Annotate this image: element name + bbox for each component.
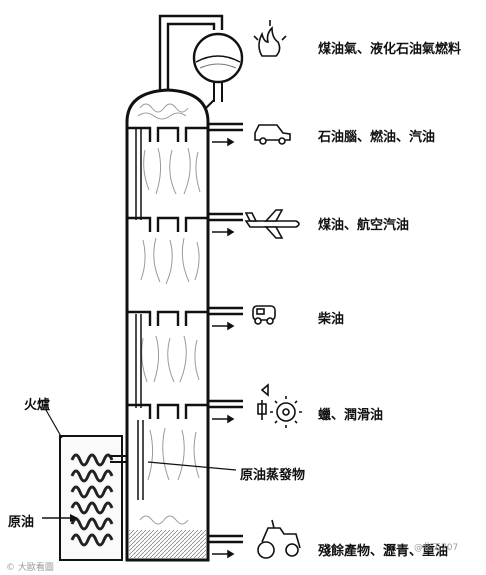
- condenser-drum: [192, 32, 244, 109]
- furnace-coils: [70, 453, 114, 547]
- tray-4: [127, 403, 208, 419]
- downcomers: [135, 128, 144, 500]
- product-label-lube: 蠟、潤滑油: [318, 408, 384, 423]
- product-label-naphtha: 石油腦、燃油、汽油: [318, 130, 436, 145]
- furnace: [42, 409, 237, 561]
- side-draw-pipes: [208, 122, 243, 544]
- overhead-pipe: [158, 14, 224, 95]
- truck-icon: [252, 305, 276, 325]
- trays: [127, 126, 208, 419]
- product-label-diesel: 柴油: [318, 312, 345, 327]
- product-label-residue: 殘餘產物、瀝青、重油: [318, 544, 449, 559]
- gear-icon: [257, 383, 302, 428]
- flow-arrows: [212, 137, 235, 559]
- column-shell: [125, 88, 210, 562]
- furnace-label: 火爐: [24, 398, 51, 413]
- roller-icon: [257, 519, 301, 559]
- tray-1: [127, 126, 208, 142]
- watermark-right: @化工707: [414, 543, 459, 553]
- product-label-kerosene: 煤油、航空汽油: [318, 218, 410, 233]
- watermark-left: © 大歐看圖: [6, 563, 54, 573]
- vapor-label: 原油蒸發物: [240, 468, 306, 483]
- tray-2: [127, 216, 208, 232]
- crude-oil-label: 原油: [8, 515, 35, 530]
- bottom-residue: [129, 530, 206, 558]
- product-label-gas: 煤油氣、液化石油氣燃料: [318, 42, 462, 57]
- vapor-wisps: [137, 103, 201, 525]
- tray-3: [127, 310, 208, 326]
- airplane-icon: [244, 209, 300, 239]
- car-icon: [254, 124, 291, 145]
- flame-icon: [253, 20, 287, 57]
